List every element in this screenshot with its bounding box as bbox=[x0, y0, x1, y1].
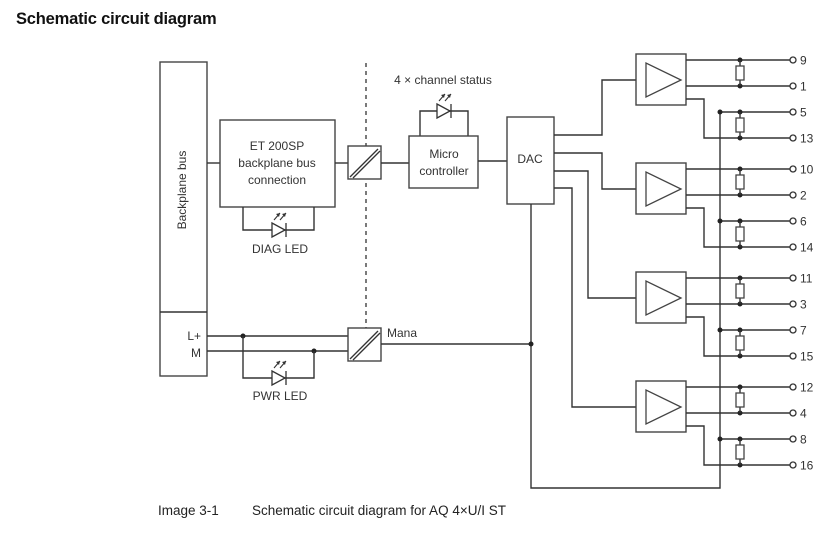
resistor-icon bbox=[735, 444, 745, 460]
mana-label: Mana bbox=[387, 326, 417, 340]
caption-text: Schematic circuit diagram for AQ 4×U/I S… bbox=[252, 503, 506, 518]
junction-dot bbox=[717, 109, 723, 115]
terminal-label: 3 bbox=[800, 298, 807, 312]
resistor-icon bbox=[735, 392, 745, 408]
sense-wire bbox=[686, 425, 790, 466]
terminal-label: 11 bbox=[800, 272, 813, 286]
junction-dot bbox=[717, 218, 723, 224]
dac-block bbox=[506, 116, 555, 205]
wire-dac-ch2 bbox=[554, 170, 636, 299]
signal-isolator-icon bbox=[347, 145, 382, 180]
amplifier-triangle-icon bbox=[645, 279, 683, 317]
et200sp-label-3: connection bbox=[248, 173, 306, 187]
resistor-icon bbox=[735, 65, 745, 81]
terminal-label: 1 bbox=[800, 80, 807, 94]
pwr-led-icon bbox=[271, 360, 287, 387]
backplane-bus-label: Backplane bus bbox=[175, 151, 189, 230]
terminal-label: 9 bbox=[800, 54, 807, 68]
resistor-icon bbox=[735, 226, 745, 242]
junction-dot bbox=[717, 327, 723, 333]
terminal-icon bbox=[789, 108, 797, 116]
terminal-icon bbox=[789, 56, 797, 64]
terminal-label: 4 bbox=[800, 407, 807, 421]
terminal-label: 8 bbox=[800, 433, 807, 447]
resistor-icon bbox=[735, 283, 745, 299]
et200sp-label-2: backplane bus bbox=[238, 156, 315, 170]
junction-dot bbox=[528, 341, 534, 347]
terminal-label: 6 bbox=[800, 215, 807, 229]
terminal-icon bbox=[789, 217, 797, 225]
pwr-led-label: PWR LED bbox=[253, 389, 308, 403]
terminal-label: 12 bbox=[800, 381, 814, 395]
terminal-label: 2 bbox=[800, 189, 807, 203]
terminal-icon bbox=[789, 352, 797, 360]
amplifier-triangle-icon bbox=[645, 170, 683, 208]
terminal-label: 14 bbox=[800, 241, 814, 255]
microcontroller-block bbox=[408, 135, 479, 189]
pwr-led-wire bbox=[242, 336, 315, 379]
amplifier-triangle-icon bbox=[645, 388, 683, 426]
wire-dac-ch0 bbox=[554, 79, 636, 136]
terminal-label: 7 bbox=[800, 324, 807, 338]
micro-label-2: controller bbox=[419, 164, 468, 178]
channel-status-label: 4 × channel status bbox=[394, 73, 492, 87]
et200sp-block bbox=[219, 119, 336, 208]
terminal-icon bbox=[789, 165, 797, 173]
dac-label: DAC bbox=[517, 152, 543, 166]
terminal-icon bbox=[789, 134, 797, 142]
terminal-label: 10 bbox=[800, 163, 814, 177]
resistor-icon bbox=[735, 174, 745, 190]
terminal-icon bbox=[789, 383, 797, 391]
terminal-label: 13 bbox=[800, 132, 814, 146]
sense-wire bbox=[686, 98, 790, 139]
terminal-label: 16 bbox=[800, 459, 814, 473]
wire-dac-ch3 bbox=[554, 187, 636, 408]
caption-number: Image 3-1 bbox=[158, 503, 219, 518]
terminal-icon bbox=[789, 326, 797, 334]
terminal-icon bbox=[789, 409, 797, 417]
channel-status-led-icon bbox=[436, 93, 452, 120]
terminal-icon bbox=[789, 461, 797, 469]
figure-caption: Image 3-1 Schematic circuit diagram for A… bbox=[158, 503, 506, 518]
resistor-icon bbox=[735, 335, 745, 351]
junction-dot bbox=[717, 436, 723, 442]
diag-led-label: DIAG LED bbox=[252, 242, 308, 256]
power-isolator-icon bbox=[347, 327, 382, 362]
backplane-bus-block bbox=[159, 61, 208, 377]
terminal-icon bbox=[789, 435, 797, 443]
m-label: M bbox=[191, 346, 201, 360]
terminal-icon bbox=[789, 191, 797, 199]
resistor-icon bbox=[735, 117, 745, 133]
wire-dac-ch1 bbox=[554, 152, 636, 190]
et200sp-label-1: ET 200SP bbox=[250, 139, 304, 153]
sense-wire bbox=[686, 207, 790, 248]
sense-wire bbox=[686, 316, 790, 357]
page-heading: Schematic circuit diagram bbox=[16, 10, 217, 28]
terminal-label: 15 bbox=[800, 350, 814, 364]
terminal-label: 5 bbox=[800, 106, 807, 120]
lplus-label: L+ bbox=[187, 329, 201, 343]
diag-led-icon bbox=[271, 212, 287, 239]
terminal-icon bbox=[789, 243, 797, 251]
micro-label-1: Micro bbox=[429, 147, 459, 161]
terminal-icon bbox=[789, 274, 797, 282]
amplifier-triangle-icon bbox=[645, 61, 683, 99]
terminal-icon bbox=[789, 82, 797, 90]
terminal-icon bbox=[789, 300, 797, 308]
